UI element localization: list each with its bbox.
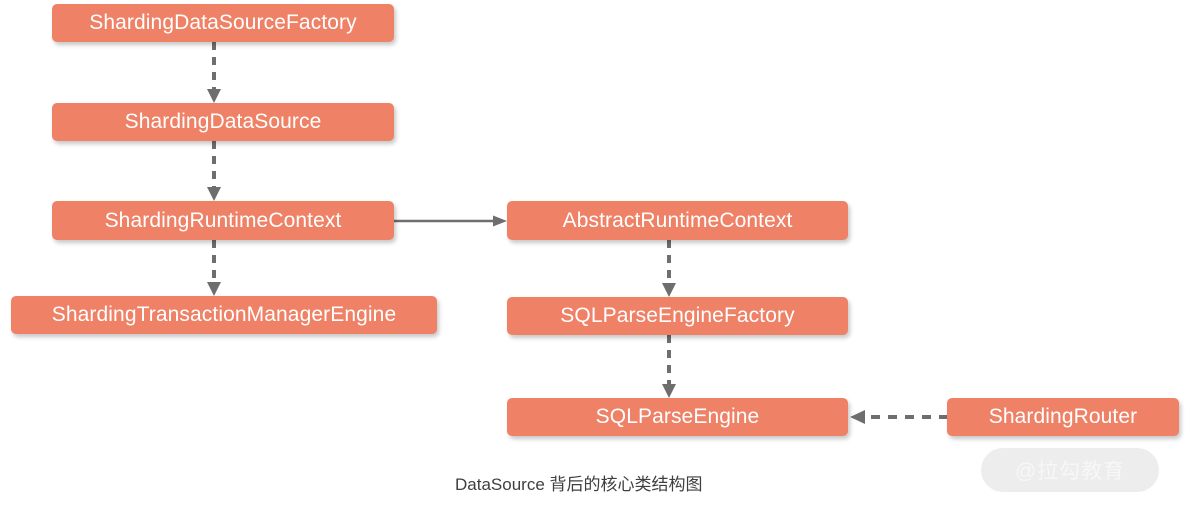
edge-abstract-to-parse-factory [658,240,680,298]
watermark: @拉勾教育 [981,448,1159,492]
edge-datasource-to-runtime-context [203,141,225,202]
diagram-caption: DataSource 背后的核心类结构图 [455,475,703,494]
node-sqlparse-engine[interactable]: SQLParseEngine [507,398,848,436]
node-label: SQLParseEngine [595,405,760,428]
node-label: ShardingRouter [988,405,1138,428]
node-sharding-datasource[interactable]: ShardingDataSource [52,103,394,141]
edge-parse-factory-to-parse-engine [658,335,680,399]
node-label: ShardingDataSource [124,110,322,133]
node-label: SQLParseEngineFactory [560,304,795,327]
node-sharding-datasource-factory[interactable]: ShardingDataSourceFactory [52,4,394,42]
edge-runtime-context-to-transaction-manager [203,240,225,297]
node-label: ShardingRuntimeContext [104,208,342,232]
node-sqlparse-engine-factory[interactable]: SQLParseEngineFactory [507,297,848,335]
node-sharding-router[interactable]: ShardingRouter [947,398,1179,436]
node-sharding-transaction-manager-engine[interactable]: ShardingTransactionManagerEngine [11,296,437,334]
node-label: ShardingDataSourceFactory [89,11,357,34]
edge-sharding-to-abstract-runtime-context [394,210,508,232]
edge-factory-to-datasource [203,42,225,104]
node-label: AbstractRuntimeContext [562,208,793,232]
edge-router-to-parse-engine [848,406,948,428]
node-label: ShardingTransactionManagerEngine [51,303,397,326]
node-sharding-runtime-context[interactable]: ShardingRuntimeContext [52,201,394,240]
node-abstract-runtime-context[interactable]: AbstractRuntimeContext [507,201,848,240]
